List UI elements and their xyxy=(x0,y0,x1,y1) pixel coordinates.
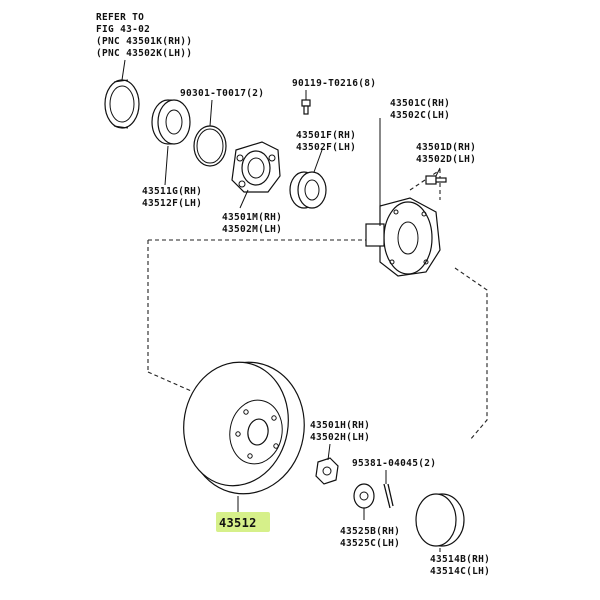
label-95381: 95381-04045(2) xyxy=(352,458,436,469)
inner-bearing xyxy=(289,171,327,209)
label-43511G: 43511G(RH) xyxy=(142,186,202,197)
ref-note-line3: (PNC 43501K(RH)) xyxy=(96,36,192,47)
leader-snap-ring xyxy=(209,99,213,127)
ref-note-line2: FIG 43-02 xyxy=(96,24,150,35)
label-43502H: 43502H(LH) xyxy=(310,432,370,443)
lock-nut-cap xyxy=(353,483,375,509)
label-90301: 90301-T0017(2) xyxy=(180,88,264,99)
brake-disc-43512 xyxy=(183,361,305,495)
hub-nut xyxy=(315,457,339,485)
label-43514B: 43514B(RH) xyxy=(430,554,490,565)
leader-hub-bolt xyxy=(435,167,441,177)
leader-inner-bearing xyxy=(313,149,323,173)
knuckle-housing xyxy=(231,141,281,193)
label-43502C: 43502C(LH) xyxy=(390,110,450,121)
snap-ring xyxy=(193,125,227,167)
label-43501C: 43501C(RH) xyxy=(390,98,450,109)
axle-hub xyxy=(365,197,441,277)
label-43502D: 43502D(LH) xyxy=(416,154,476,165)
label-43501H: 43501H(RH) xyxy=(310,420,370,431)
ref-note-line4: (PNC 43502K(LH)) xyxy=(96,48,192,59)
assembly-dashed-outline xyxy=(147,168,488,441)
grease-cap xyxy=(415,493,465,547)
label-43512: 43512 xyxy=(219,516,257,530)
label-43514C: 43514C(LH) xyxy=(430,566,490,577)
label-43512F: 43512F(LH) xyxy=(142,198,202,209)
label-highlight xyxy=(216,512,270,532)
cotter-pin xyxy=(383,483,394,509)
oil-seal xyxy=(104,79,140,129)
bearing xyxy=(151,99,191,145)
label-43502F: 43502F(LH) xyxy=(296,142,356,153)
leader-knuckle xyxy=(239,189,249,209)
label-43525B: 43525B(RH) xyxy=(340,526,400,537)
label-43501F: 43501F(RH) xyxy=(296,130,356,141)
bolt-90119 xyxy=(301,99,311,115)
ref-note-line1: REFER TO xyxy=(96,12,144,23)
leader-seal xyxy=(121,59,126,81)
leader-nut xyxy=(327,443,331,461)
label-90119: 90119-T0216(8) xyxy=(292,78,376,89)
leader-bearing xyxy=(164,145,169,186)
label-43502M: 43502M(LH) xyxy=(222,224,282,235)
label-43525C: 43525C(LH) xyxy=(340,538,400,549)
hub-bolt xyxy=(425,175,447,185)
label-43501D: 43501D(RH) xyxy=(416,142,476,153)
label-43501M: 43501M(RH) xyxy=(222,212,282,223)
